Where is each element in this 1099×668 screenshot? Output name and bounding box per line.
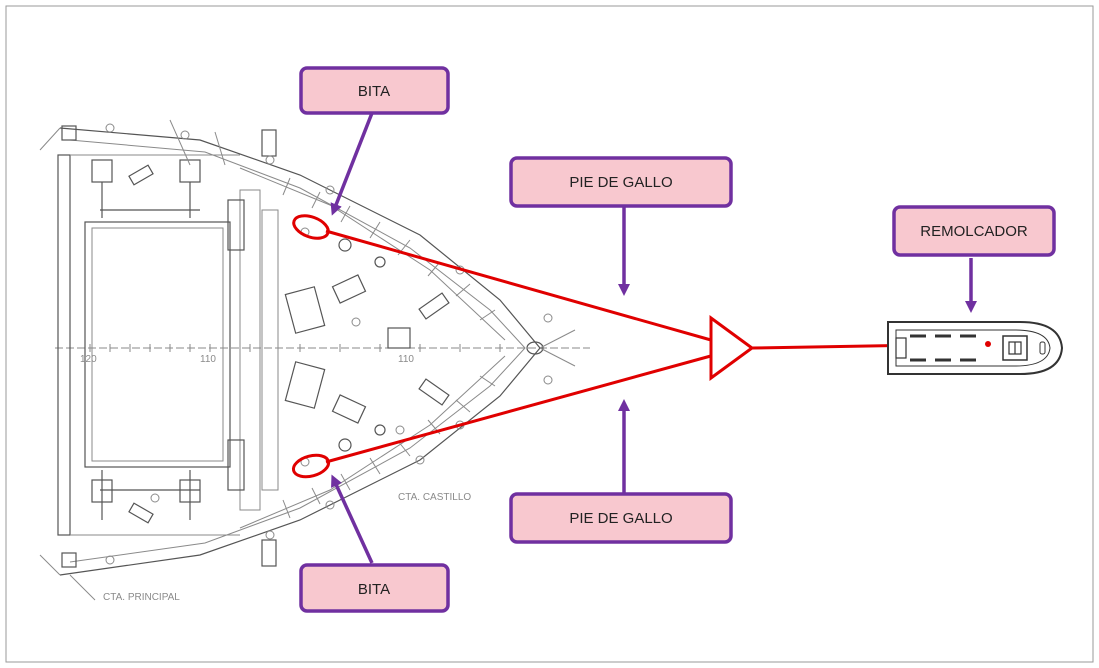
callout-remolcador-label: REMOLCADOR	[920, 223, 1028, 240]
bridle-triangle-plate	[709, 315, 755, 381]
callout-pie-de-gallo-bottom: PIE DE GALLO	[509, 492, 733, 544]
bitt-bottom-highlight	[291, 453, 331, 479]
bridle-top-line	[325, 229, 719, 344]
frame-label-120: 120	[80, 354, 97, 365]
cta-principal-label: CTA. PRINCIPAL	[103, 592, 180, 603]
cta-castillo-label: CTA. CASTILLO	[398, 492, 471, 503]
callout-bita-bottom: BITA	[299, 563, 450, 613]
callout-bita-top-label: BITA	[358, 83, 390, 100]
frame-label-110-mid: 110	[200, 354, 216, 365]
bridle-bottom-line	[325, 352, 719, 464]
bitt-top-highlight	[292, 214, 330, 240]
ship-bow-drawing: 120 110 110 CTA. CASTILLO CTA. PRINCIPAL	[39, 119, 590, 603]
callout-remolcador: REMOLCADOR	[892, 205, 1056, 257]
callout-bita-bottom-label: BITA	[358, 581, 390, 598]
figure-frame	[5, 5, 1094, 663]
frame-label-110-right: 110	[398, 354, 414, 365]
callout-pie-de-gallo-top: PIE DE GALLO	[509, 156, 733, 208]
arrow-bita-top	[330, 112, 374, 216]
callout-pie-de-gallo-top-label: PIE DE GALLO	[569, 174, 672, 191]
callout-bita-top: BITA	[299, 66, 450, 115]
arrow-bita-bottom	[331, 474, 374, 564]
tugboat-icon	[887, 321, 1064, 375]
callout-pie-de-gallo-bottom-label: PIE DE GALLO	[569, 510, 672, 527]
